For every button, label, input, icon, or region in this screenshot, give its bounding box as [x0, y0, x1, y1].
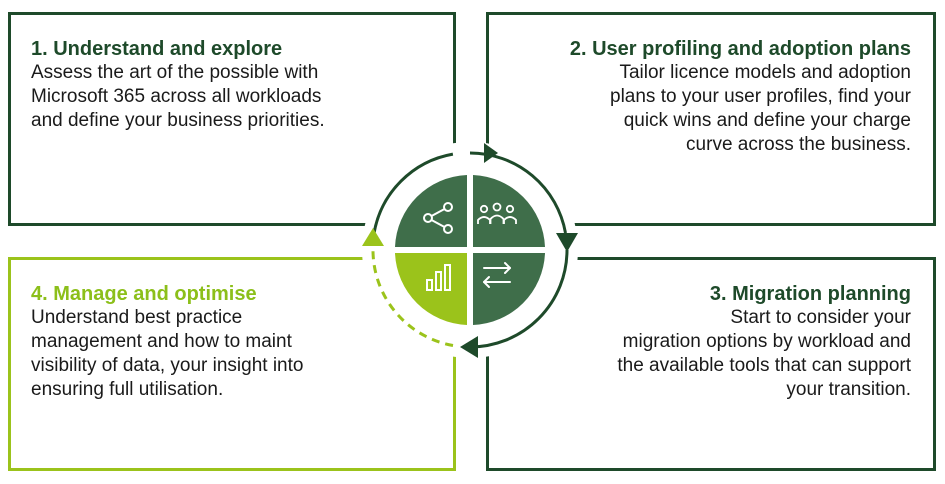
step-1-line-1: Assess the art of the possible with: [31, 62, 319, 83]
swap-arrows-icon: [483, 262, 511, 288]
quadrant-bottom-right: [473, 253, 545, 325]
step-2-line-4: curve across the business.: [686, 134, 911, 155]
step-3-line-3: the available tools that can support: [617, 355, 911, 376]
step-4-box: 4. Manage and optimise Understand best p…: [8, 257, 456, 471]
step-2-line-2: plans to your user profiles, find your: [610, 86, 911, 107]
step-4-line-4: ensuring full utilisation.: [31, 379, 224, 400]
step-1-title: 1. Understand and explore: [31, 38, 283, 60]
step-4-line-2: management and how to maint: [31, 331, 292, 352]
step-3-line-4: your transition.: [786, 379, 911, 400]
arrowhead-down-icon: [556, 233, 578, 252]
step-2-line-3: quick wins and define your charge: [623, 110, 911, 131]
share-icon: [423, 202, 453, 234]
step-1-line-3: and define your business priorities.: [31, 110, 325, 131]
step-3-title: 3. Migration planning: [709, 283, 911, 305]
arrowhead-up-icon: [362, 228, 384, 246]
step-3-line-2: migration options by workload and: [622, 331, 911, 352]
cycle-arc-top-left: [372, 152, 454, 234]
arrowhead-right-icon: [484, 143, 498, 163]
step-4-line-3: visibility of data, your insight into: [31, 355, 304, 376]
quadrant-top-left: [395, 175, 467, 247]
cycle-arc-bottom-right: [469, 249, 569, 349]
step-2-line-1: Tailor licence models and adoption: [619, 62, 911, 83]
arrowhead-left-icon: [460, 336, 478, 358]
bar-chart-icon: [426, 264, 451, 291]
step-1-box: 1. Understand and explore Assess the art…: [8, 12, 456, 226]
step-4-title: 4. Manage and optimise: [31, 283, 257, 305]
step-2-box: 2. User profiling and adoption plans Tai…: [486, 12, 936, 226]
step-2-title: 2. User profiling and adoption plans: [569, 38, 911, 60]
people-icon: [477, 202, 517, 224]
quadrant-top-right: [473, 175, 545, 247]
cycle-arc-bottom-left: [371, 249, 454, 347]
step-3-line-1: Start to consider your: [730, 307, 911, 328]
cycle-wheel: [362, 142, 578, 358]
step-1-line-2: Microsoft 365 across all workloads: [31, 86, 322, 107]
wheel-background: [362, 142, 578, 358]
step-4-line-1: Understand best practice: [31, 307, 243, 328]
